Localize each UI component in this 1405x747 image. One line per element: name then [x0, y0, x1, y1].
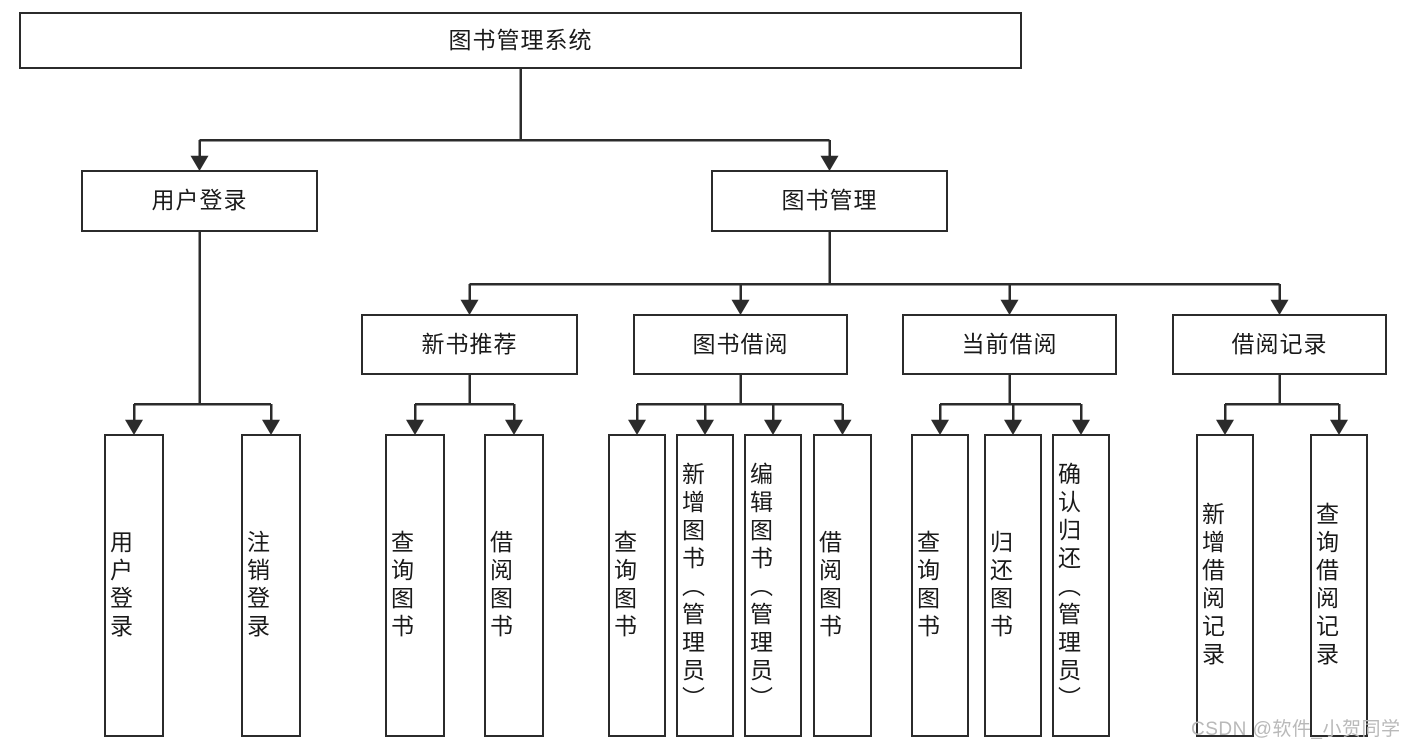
node-label: 确认归还（管理员）	[1054, 461, 1081, 714]
watermark-label: CSDN @软件_小贺同学	[1191, 719, 1401, 740]
node-leaf-query-book-2[interactable]: 查询图书	[608, 434, 666, 737]
arrow-head-icon	[820, 155, 839, 171]
node-leaf-confirm-return[interactable]: 确认归还（管理员）	[1052, 434, 1110, 737]
node-label: 查询图书	[387, 529, 414, 642]
arrow-head-icon	[1072, 419, 1090, 435]
node-current-borrow[interactable]: 当前借阅	[902, 314, 1117, 375]
node-leaf-borrow-book-2[interactable]: 借阅图书	[813, 434, 872, 737]
node-leaf-query-book-1[interactable]: 查询图书	[385, 434, 445, 737]
arrow-head-icon	[1004, 419, 1022, 435]
node-leaf-return-book[interactable]: 归还图书	[984, 434, 1042, 737]
arrow-head-icon	[628, 419, 646, 435]
node-label: 用户登录	[106, 529, 133, 642]
node-user-login[interactable]: 用户登录	[81, 170, 318, 232]
node-label: 查询图书	[913, 529, 940, 642]
node-label: 新书推荐	[421, 330, 518, 357]
node-label: 查询借阅记录	[1312, 501, 1339, 670]
arrow-head-icon	[833, 419, 852, 435]
node-leaf-user-login[interactable]: 用户登录	[104, 434, 164, 737]
node-leaf-add-record[interactable]: 新增借阅记录	[1196, 434, 1254, 737]
arrow-head-icon	[406, 419, 424, 435]
node-leaf-borrow-book-1[interactable]: 借阅图书	[484, 434, 544, 737]
node-label: 图书借阅	[692, 330, 789, 357]
node-book-borrow[interactable]: 图书借阅	[633, 314, 848, 375]
node-label: 新增图书（管理员）	[678, 461, 705, 714]
node-label: 注销登录	[243, 529, 270, 642]
node-label: 借阅图书	[486, 529, 513, 642]
node-label: 用户登录	[151, 187, 248, 214]
arrow-head-icon	[1270, 299, 1289, 315]
arrow-head-icon	[1216, 419, 1234, 435]
arrow-head-icon	[125, 419, 143, 435]
arrow-head-icon	[190, 155, 209, 171]
node-new-book-rec[interactable]: 新书推荐	[361, 314, 578, 375]
node-leaf-query-record[interactable]: 查询借阅记录	[1310, 434, 1368, 737]
arrow-head-icon	[931, 419, 949, 435]
node-label: 图书管理	[781, 187, 878, 214]
arrow-head-icon	[262, 419, 280, 435]
arrow-head-icon	[696, 419, 714, 435]
node-leaf-query-book-3[interactable]: 查询图书	[911, 434, 969, 737]
arrow-head-icon	[1330, 419, 1348, 435]
node-label: 归还图书	[986, 529, 1013, 642]
arrow-head-icon	[1000, 299, 1019, 315]
node-book-manage[interactable]: 图书管理	[711, 170, 948, 232]
node-label: 图书管理系统	[448, 26, 593, 53]
node-label: 借阅记录	[1231, 330, 1328, 357]
node-leaf-edit-book[interactable]: 编辑图书（管理员）	[744, 434, 802, 737]
node-label: 借阅图书	[815, 529, 842, 642]
arrow-head-icon	[731, 299, 750, 315]
node-leaf-add-book[interactable]: 新增图书（管理员）	[676, 434, 734, 737]
node-label: 新增借阅记录	[1198, 501, 1225, 670]
node-borrow-record[interactable]: 借阅记录	[1172, 314, 1387, 375]
arrow-head-icon	[764, 419, 782, 435]
arrow-head-icon	[460, 299, 479, 315]
node-root[interactable]: 图书管理系统	[19, 12, 1022, 69]
node-label: 当前借阅	[961, 330, 1058, 357]
node-label: 查询图书	[610, 529, 637, 642]
node-leaf-logout[interactable]: 注销登录	[241, 434, 301, 737]
node-label: 编辑图书（管理员）	[746, 461, 773, 714]
arrow-head-icon	[505, 419, 523, 435]
